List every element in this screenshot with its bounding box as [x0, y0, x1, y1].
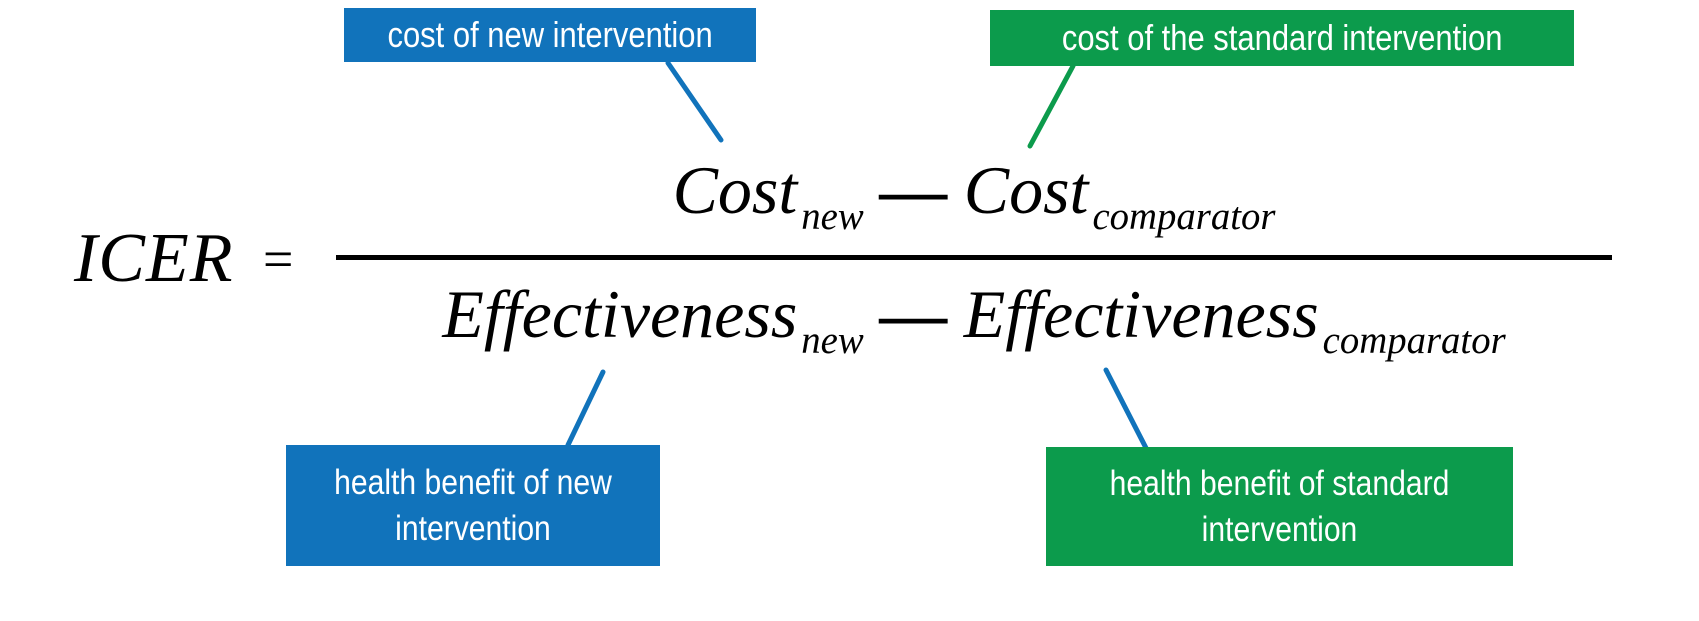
connector-top-left-line — [665, 60, 724, 143]
effectiveness-comparator-base: Effectiveness — [963, 276, 1319, 352]
fraction-bar — [336, 255, 1612, 260]
callout-cost-new-label: cost of new intervention — [387, 14, 713, 55]
cost-new-base: Cost — [672, 152, 798, 228]
callout-cost-standard-label: cost of the standard intervention — [1061, 17, 1503, 58]
callout-cost-standard: cost of the standard intervention — [990, 10, 1574, 66]
cost-new-subscript: new — [801, 195, 864, 239]
denominator-minus-sign: — — [879, 276, 948, 352]
effectiveness-new-base: Effectiveness — [442, 276, 798, 352]
formula-lhs: ICER = — [74, 214, 296, 304]
equals-sign: = — [259, 229, 296, 289]
callout-benefit-standard: health benefit of standard intervention — [1046, 447, 1513, 566]
effectiveness-new-subscript: new — [801, 319, 864, 363]
icer-label: ICER — [74, 220, 234, 297]
cost-comparator-base: Cost — [963, 152, 1089, 228]
callout-cost-new: cost of new intervention — [344, 8, 756, 62]
callout-benefit-standard-label: health benefit of standard intervention — [1109, 463, 1450, 549]
cost-comparator-subscript: comparator — [1092, 195, 1276, 239]
callout-benefit-new-label: health benefit of new intervention — [334, 462, 612, 548]
callout-benefit-new: health benefit of new intervention — [286, 445, 660, 566]
connector-bottom-right-line — [1103, 367, 1149, 451]
connector-top-right-line — [1027, 63, 1076, 149]
numerator-minus-sign: — — [879, 152, 948, 228]
effectiveness-comparator-subscript: comparator — [1322, 319, 1506, 363]
connector-bottom-left-line — [565, 369, 606, 448]
